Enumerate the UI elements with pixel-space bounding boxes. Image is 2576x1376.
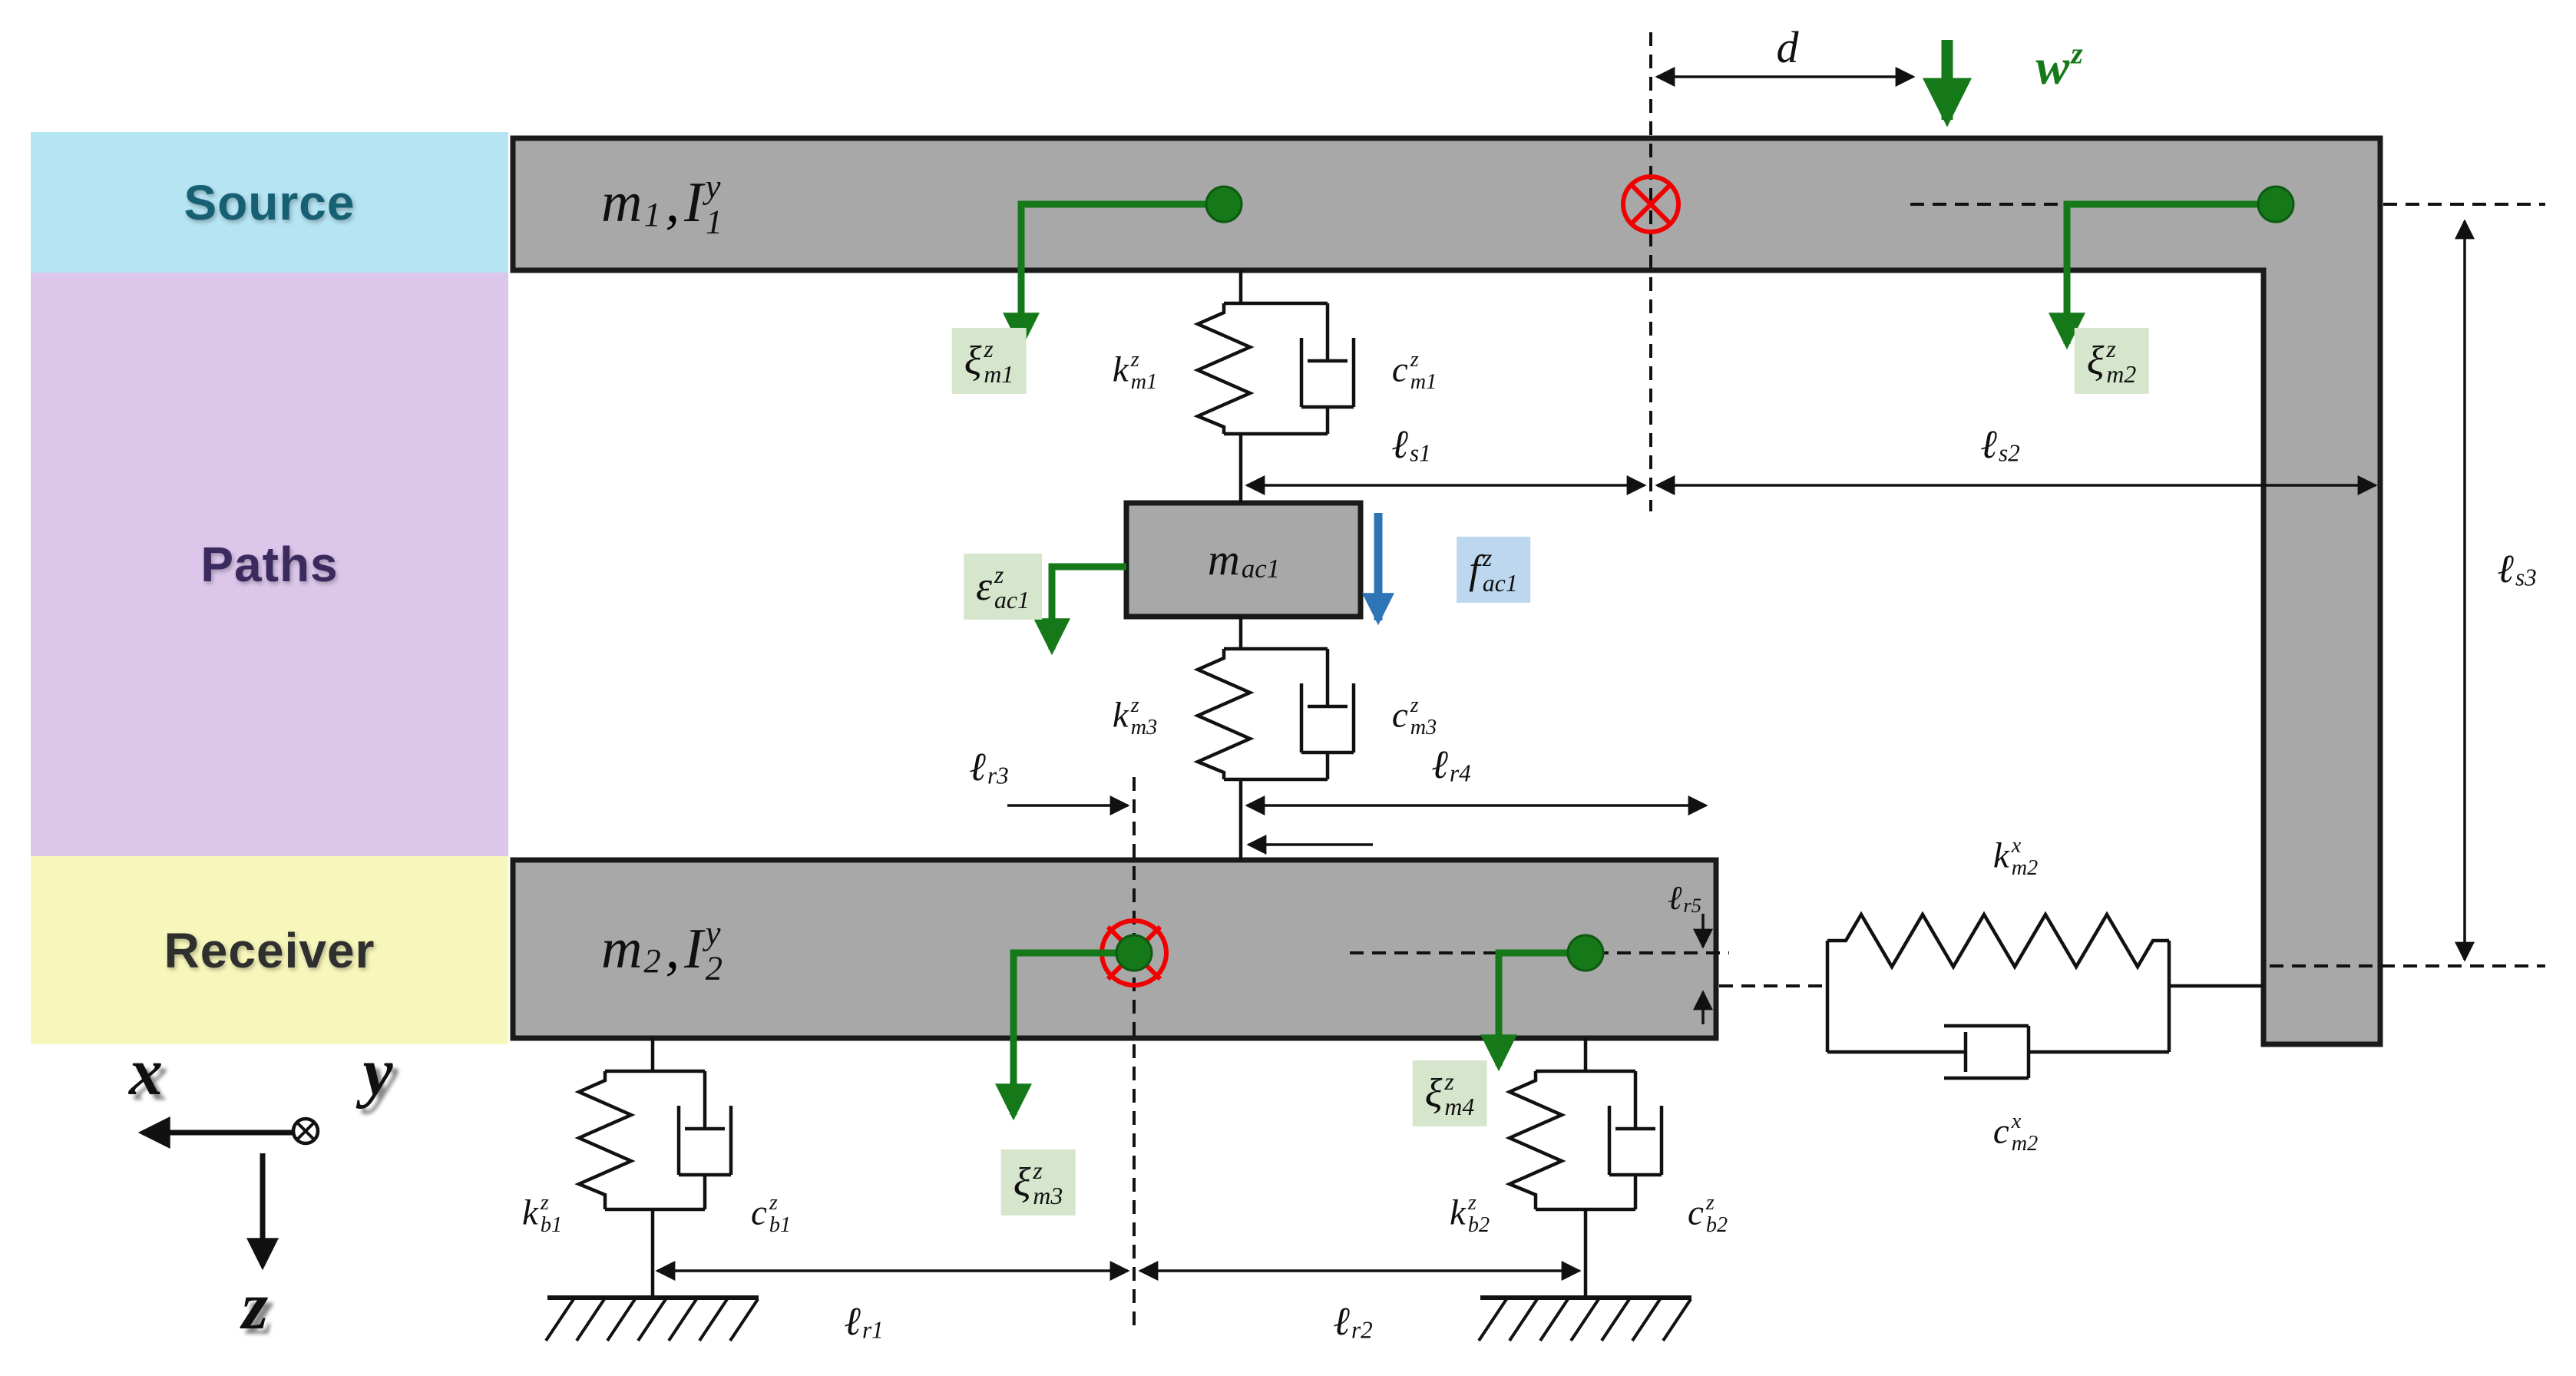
axis-x-label: x xyxy=(129,1035,163,1110)
receiver-region: Receiver xyxy=(31,856,508,1044)
eps-ac1-arrow xyxy=(1033,563,1126,656)
dimension-arrows xyxy=(655,67,2475,1281)
base-1-spring-damper xyxy=(574,1038,733,1298)
force-location-marker xyxy=(1621,174,1681,234)
damper-c-m2 xyxy=(1827,1024,2169,1080)
spring-k-m1 xyxy=(1193,303,1255,434)
ground-left xyxy=(544,1295,759,1342)
xi-m3-arrow xyxy=(995,949,1134,1121)
offset-d-label: d xyxy=(1776,22,1799,72)
mount-1-spring-damper xyxy=(1193,270,1356,503)
source-region: Source xyxy=(31,132,508,273)
base-2-spring-damper xyxy=(1505,1038,1664,1298)
target-circle-icon xyxy=(1100,918,1169,987)
xi-m2-arrow xyxy=(2049,200,2276,350)
mass2-separator: , xyxy=(665,917,680,981)
base-1-frame xyxy=(605,1038,705,1298)
xi-m1-arrow xyxy=(1003,200,1224,350)
xi-m1-point xyxy=(1205,185,1243,223)
damper-c-m3 xyxy=(1299,649,1356,779)
ground-right xyxy=(1477,1295,1692,1342)
damper-c-m1 xyxy=(1299,303,1356,434)
damper-c-b1 xyxy=(676,1071,733,1209)
spring-k-b2 xyxy=(1505,1071,1566,1209)
receiver-region-label: Receiver xyxy=(164,922,375,978)
dashed-guides xyxy=(1133,32,2545,1332)
ground-left-hatching xyxy=(544,1298,759,1342)
mass1-separator: , xyxy=(665,170,680,234)
paths-region: Paths xyxy=(31,273,508,856)
xi-m3-point xyxy=(1115,934,1153,972)
axis-z-label: z xyxy=(241,1269,269,1344)
source-beam-m1 xyxy=(510,135,2383,1047)
mount-3-spring-damper xyxy=(1193,617,1356,860)
xi-m4-arrow xyxy=(1480,949,1586,1072)
response-target-marker xyxy=(1100,918,1169,987)
source-region-label: Source xyxy=(184,174,355,230)
spring-k-b1 xyxy=(574,1071,636,1209)
spring-k-m2 xyxy=(1827,911,2169,971)
y-into-page-icon xyxy=(291,1116,320,1146)
xi-m4-point xyxy=(1566,934,1605,972)
xi-m2-point xyxy=(2257,185,2295,223)
cross-circle-icon xyxy=(1621,174,1681,234)
paths-region-label: Paths xyxy=(200,537,339,592)
spring-k-m3 xyxy=(1193,649,1255,779)
mount-1-frame xyxy=(1224,270,1328,503)
damper-c-b2 xyxy=(1607,1071,1664,1209)
axis-y-label: y xyxy=(362,1035,393,1110)
response-points xyxy=(1115,185,2295,972)
mount-2-frame xyxy=(1825,941,2264,1052)
ground-right-hatching xyxy=(1477,1298,1692,1342)
coordinate-axes xyxy=(137,1116,320,1271)
mount-2-spring-damper-horizontal xyxy=(1825,911,2264,1080)
base-2-frame xyxy=(1536,1038,1635,1298)
mount-3-frame xyxy=(1224,617,1328,860)
